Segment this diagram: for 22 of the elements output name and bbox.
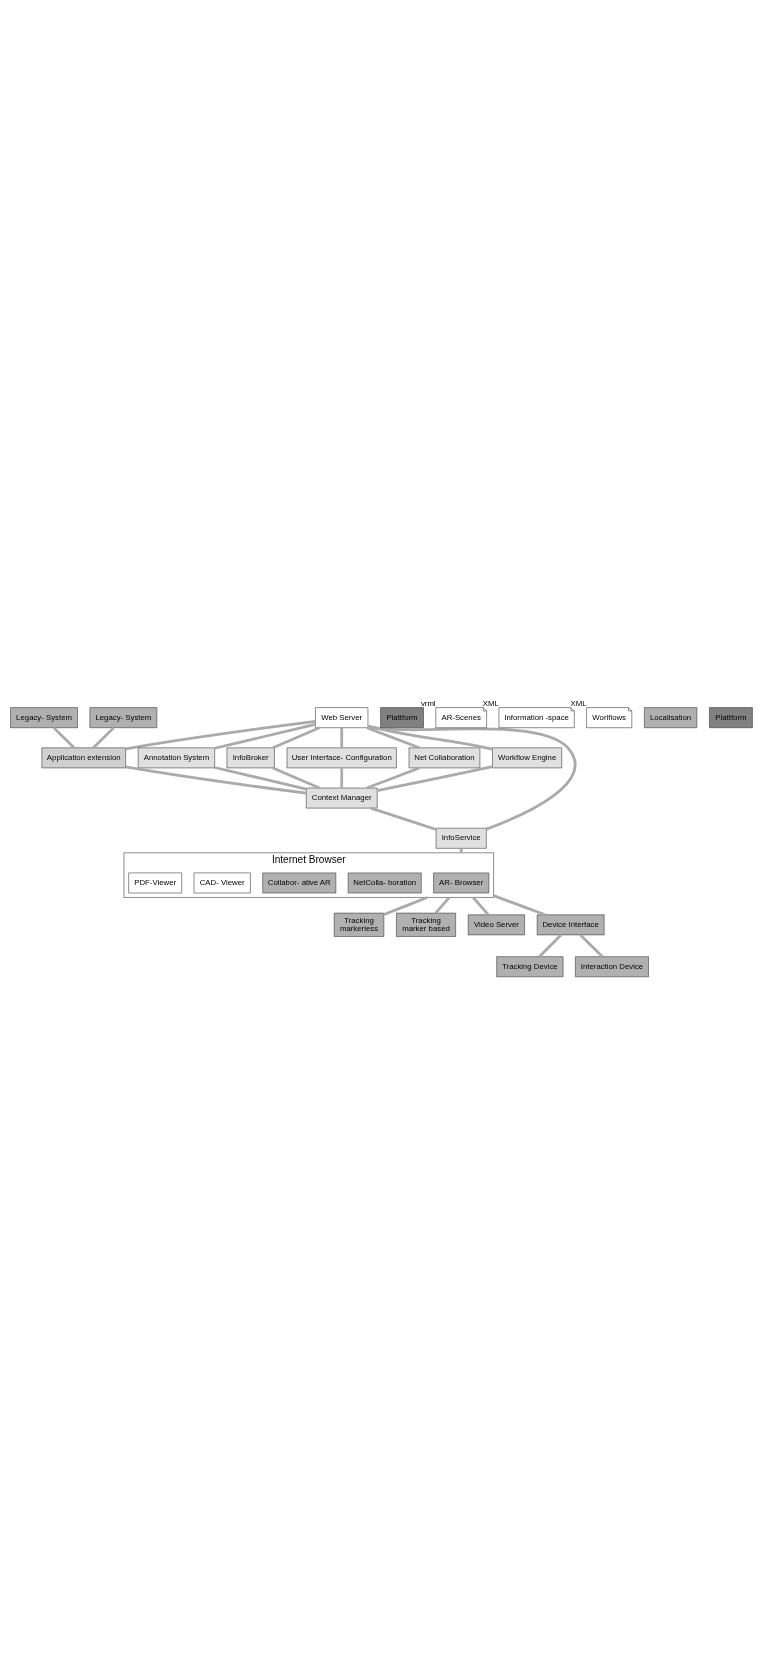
connector bbox=[367, 724, 493, 750]
connector bbox=[125, 764, 307, 794]
connector bbox=[493, 893, 546, 916]
connector bbox=[367, 724, 577, 830]
connector bbox=[214, 765, 307, 790]
connector bbox=[383, 895, 428, 916]
connector bbox=[538, 933, 562, 958]
connector bbox=[272, 726, 320, 749]
connector bbox=[52, 726, 75, 749]
connector bbox=[579, 933, 604, 958]
connector bbox=[366, 725, 420, 749]
connector bbox=[377, 764, 493, 792]
connector bbox=[92, 726, 115, 749]
connector bbox=[370, 806, 437, 831]
connector bbox=[459, 848, 463, 853]
connector bbox=[340, 727, 344, 748]
connector bbox=[340, 767, 344, 788]
connector bbox=[214, 722, 316, 750]
connector bbox=[366, 766, 420, 789]
connector bbox=[272, 766, 321, 789]
connector bbox=[434, 896, 451, 914]
connector bbox=[472, 896, 490, 916]
